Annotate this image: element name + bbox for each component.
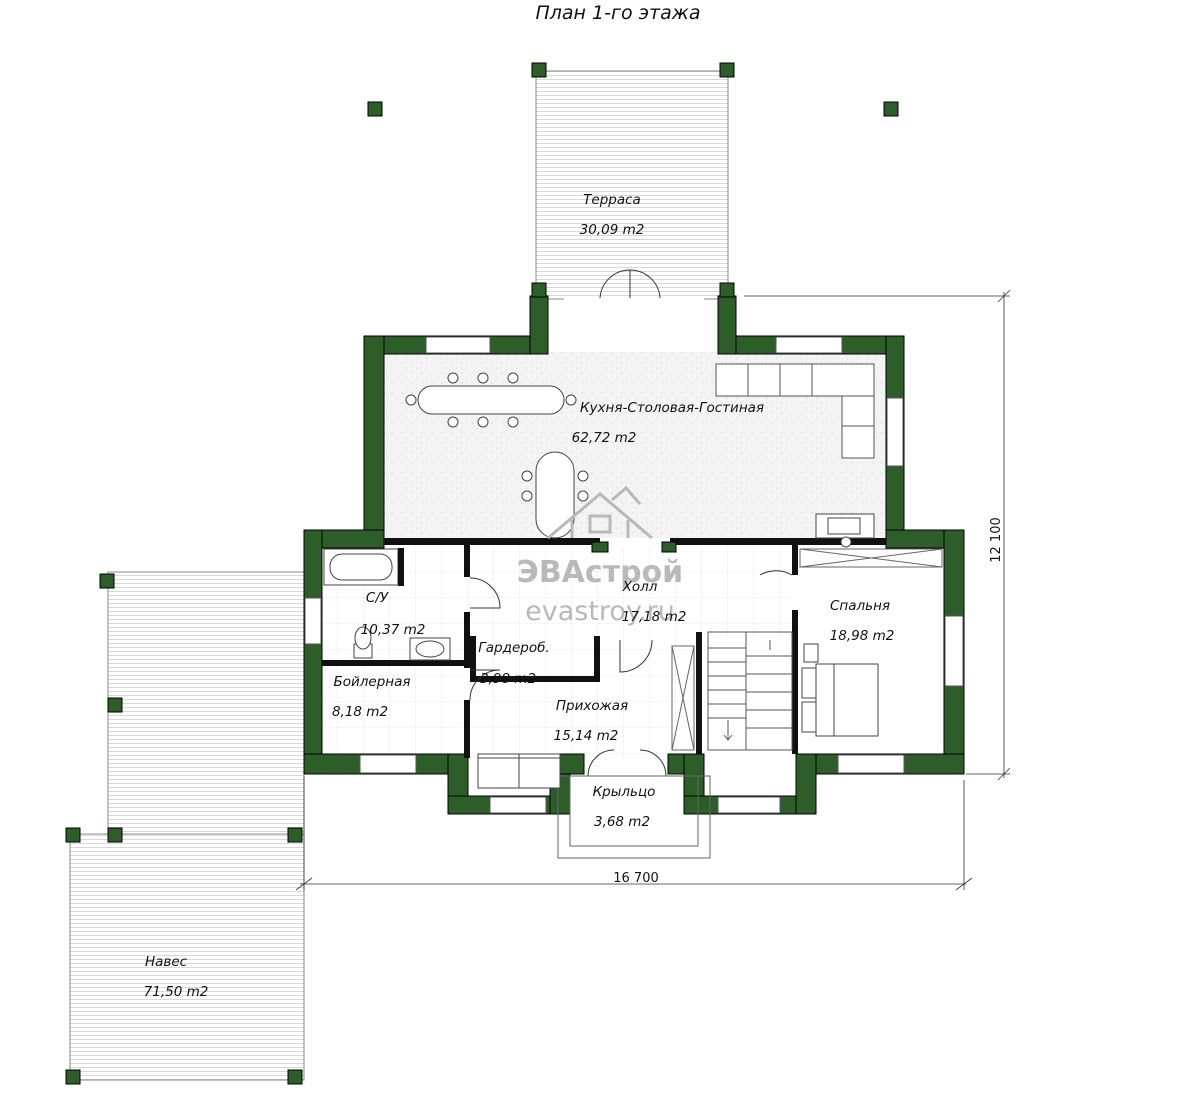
porch-area: 3,68 m2 [594, 814, 650, 830]
porch-floor [572, 776, 682, 842]
door-swing-icon [599, 269, 661, 299]
terrace-area: 30,09 m2 [580, 222, 645, 238]
wardrobe-name: Гардероб. [478, 640, 549, 656]
wardrobe-cabinet [671, 645, 695, 751]
canopy-deck-upper [107, 571, 305, 835]
bedroom-name: Спальня [830, 598, 890, 614]
depth-dimension: 12 100 [989, 517, 1004, 563]
interior-walls [322, 538, 886, 758]
porch-name: Крыльцо [593, 784, 656, 800]
dimension-lines [295, 289, 1011, 891]
boiler-name: Бойлерная [333, 674, 410, 690]
living-name: Кухня-Столовая-Гостиная [580, 400, 764, 416]
watermark-site: evastroy.ru [525, 596, 675, 627]
kitchen-island [521, 451, 589, 539]
entrance-floor [470, 638, 696, 758]
hall-floor [470, 548, 792, 638]
canopy-deck-lower [69, 833, 305, 1081]
porch-steps [557, 775, 711, 859]
hall-area: 17,18 m2 [622, 609, 687, 625]
sofa-icon [715, 363, 875, 459]
columns [65, 62, 899, 1085]
living-area: 62,72 m2 [572, 430, 637, 446]
terrace-name: Терраса [583, 192, 641, 208]
hall-name: Холл [622, 579, 658, 595]
wardrobe-area: 3,98 m2 [480, 671, 536, 687]
interior-doors [469, 570, 793, 777]
exterior-walls [303, 295, 965, 815]
sink-icon [409, 637, 451, 661]
dining-table-icon [405, 372, 577, 428]
boiler-floor [322, 666, 462, 754]
house-logo-icon [547, 485, 653, 540]
fireplace-icon [815, 513, 875, 548]
hallway-bench [477, 753, 561, 789]
plan-title: План 1-го этажа [535, 2, 700, 24]
canopy-area: 71,50 m2 [144, 984, 209, 1000]
room-labels: Терраса 30,09 m2 Кухня-Столовая-Гостиная… [144, 192, 895, 1000]
bedroom-wardrobe [799, 548, 943, 568]
entrance-area: 15,14 m2 [554, 728, 619, 744]
watermark-brand: ЭВАстрой [517, 555, 683, 590]
canopy-name: Навес [145, 954, 188, 970]
windows [304, 297, 964, 814]
watermark: ЭВАстрой evastroy.ru [517, 485, 683, 627]
bed-icon [801, 643, 879, 737]
bath-wall-partition [398, 548, 404, 586]
terrace-deck [535, 70, 729, 300]
bathroom-name: С/У [366, 590, 389, 606]
width-dimension: 16 700 [613, 871, 659, 886]
bedroom-area: 18,98 m2 [830, 628, 895, 644]
boiler-area: 8,18 m2 [332, 704, 388, 720]
staircase-icon [707, 631, 793, 751]
bathroom-area: 10,37 m2 [361, 622, 426, 638]
toilet-icon [353, 626, 373, 659]
bathtub-icon [323, 548, 399, 586]
entrance-name: Прихожая [556, 698, 628, 714]
